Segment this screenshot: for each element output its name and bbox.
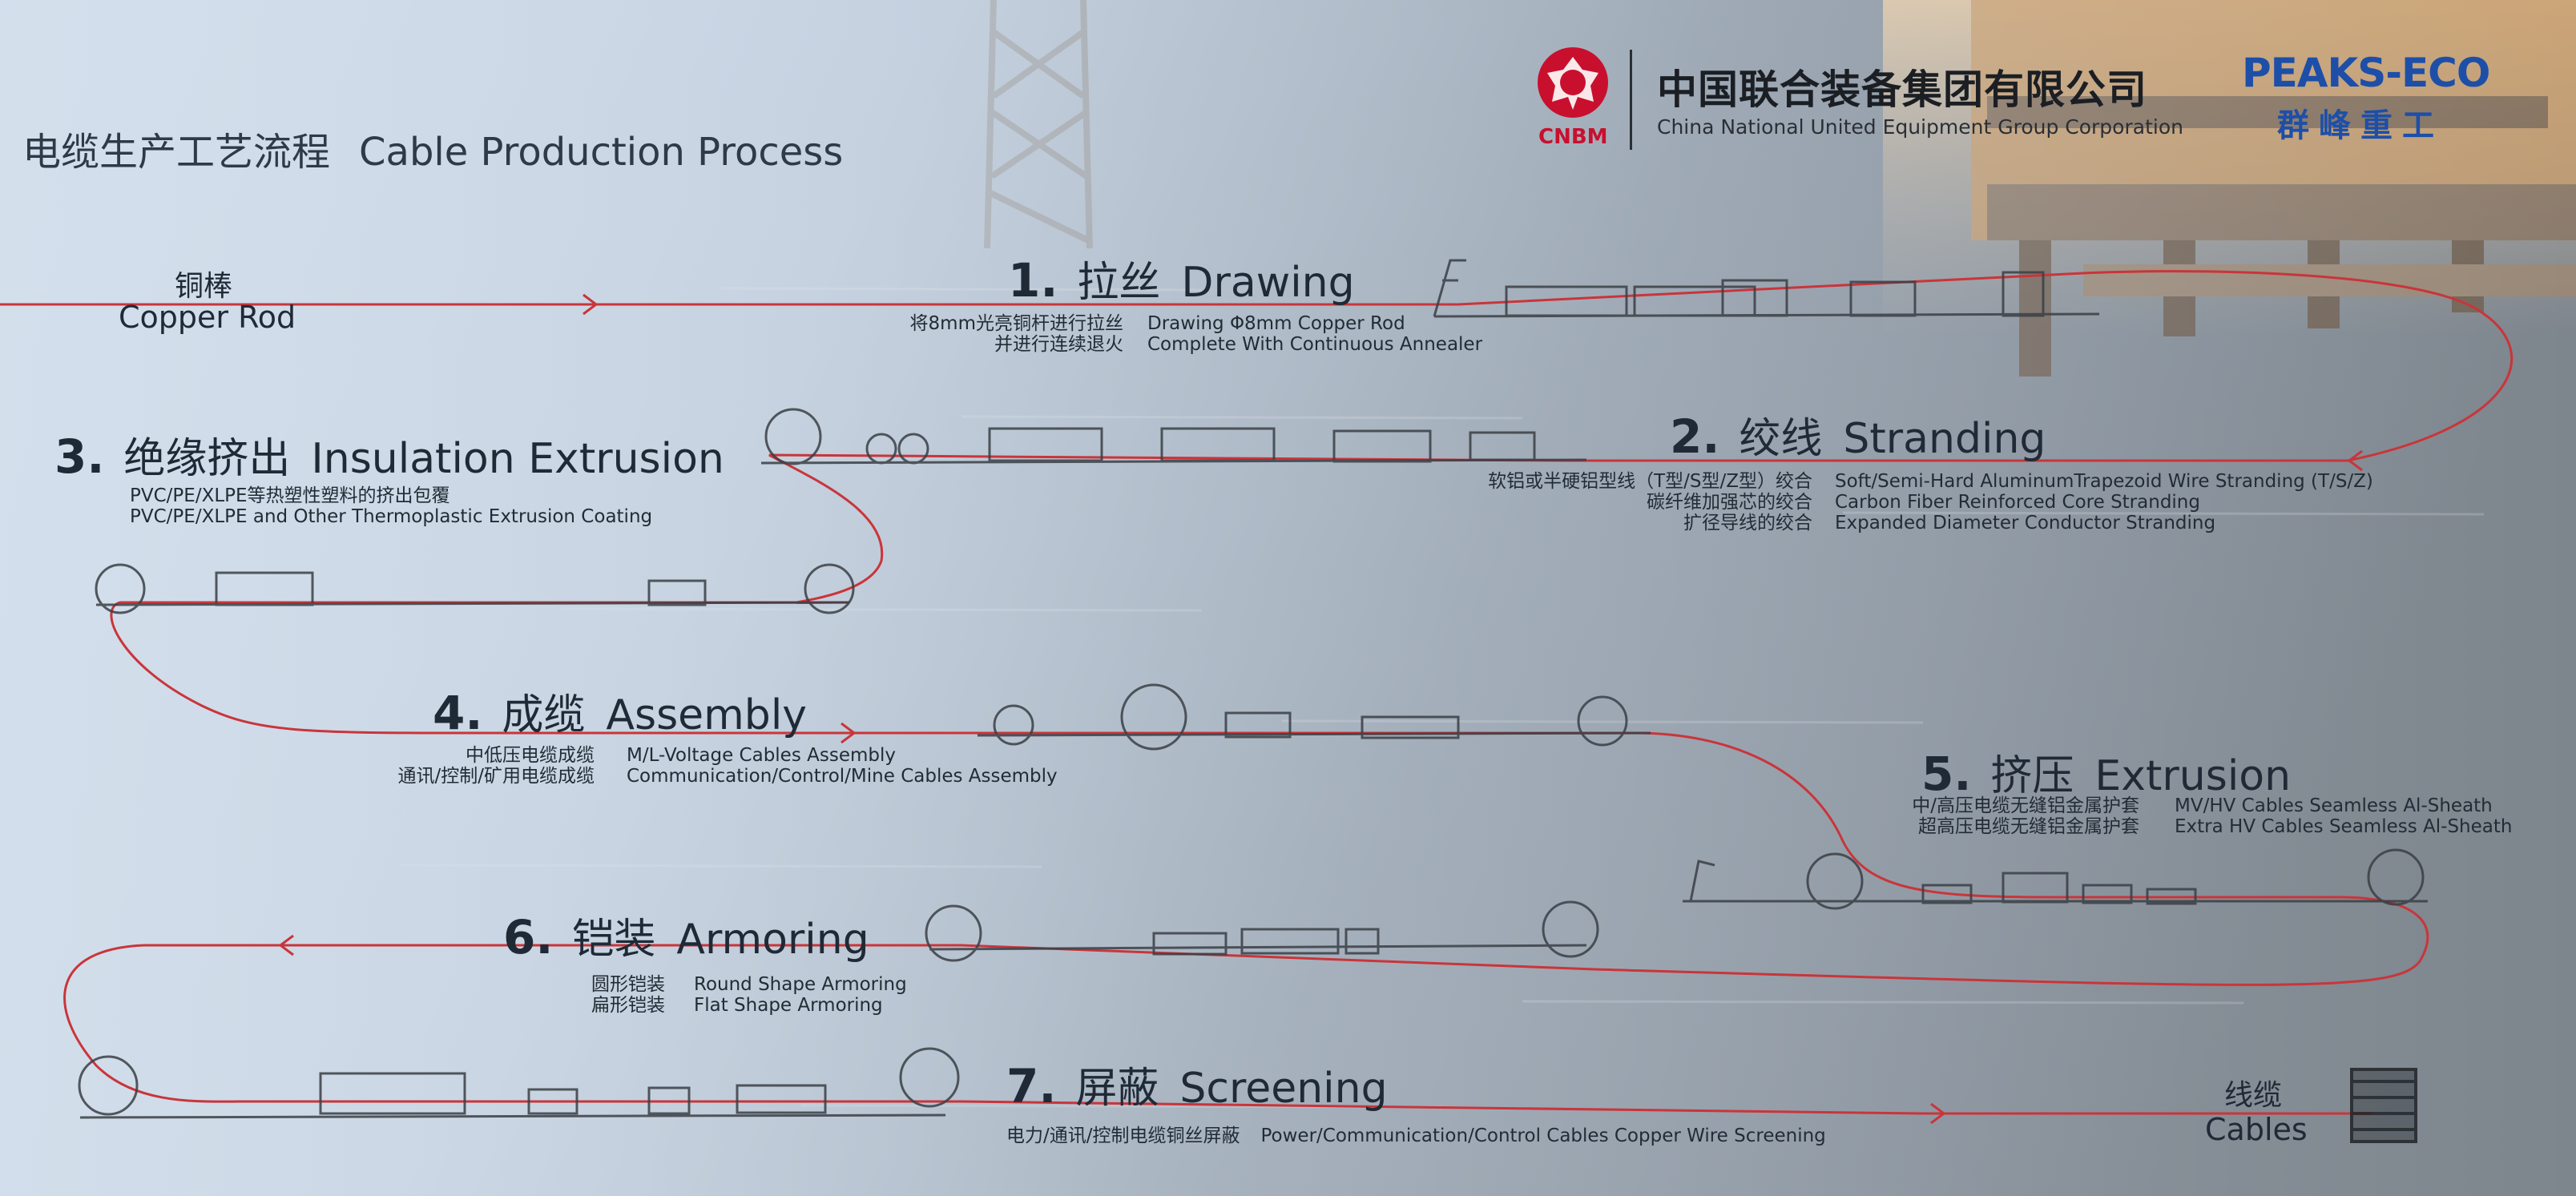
peaks-eco-name-zh: 群峰重工 — [2277, 107, 2444, 144]
insulation-line-illustration — [95, 563, 855, 614]
screening-line-illustration — [78, 1047, 960, 1119]
end-node-label-en: Cables — [2205, 1112, 2308, 1147]
company-name-en: China National United Equipment Group Co… — [1657, 115, 2183, 139]
cable-reel-icon — [2350, 1068, 2417, 1143]
company-name-zh: 中国联合装备集团有限公司 — [1657, 66, 2147, 113]
end-node-label-zh: 线缆 — [2224, 1079, 2283, 1112]
cnbm-mark-text: CNBM — [1538, 125, 1608, 149]
cnbm-emblem-icon — [1538, 47, 1608, 118]
peaks-eco-logo: PEAKS-ECO — [2242, 50, 2490, 96]
extrusion-line-illustration — [1683, 848, 2428, 910]
page-title-zh: 电缆生产工艺流程 — [22, 130, 331, 175]
armoring-line-illustration — [925, 900, 1599, 962]
stranding-machine-illustration — [760, 408, 1587, 465]
page-title: 电缆生产工艺流程 Cable Production Process — [22, 120, 843, 176]
page-title-en: Cable Production Process — [359, 130, 844, 175]
drawing-machine-illustration — [1433, 259, 2100, 318]
cnbm-logo — [1534, 44, 1611, 124]
start-node-label-zh: 铜棒 — [175, 270, 233, 303]
arrow-left-icon — [2347, 449, 2363, 472]
assembly-machine-illustration — [977, 683, 1651, 751]
flow-arrows — [278, 293, 2363, 1125]
arrow-left-icon — [278, 934, 294, 956]
stage-desc-insulation-extrusion: PVC/PE/XLPE等热塑性塑料的挤出包覆 PVC/PE/XLPE and O… — [130, 485, 653, 527]
start-node-label-en: Copper Rod — [119, 300, 296, 335]
brand-divider — [1630, 50, 1632, 150]
arrow-right-icon — [1930, 1102, 1946, 1125]
arrow-right-icon — [583, 293, 599, 316]
arrow-right-icon — [841, 722, 857, 744]
flow-line — [0, 270, 2513, 1115]
